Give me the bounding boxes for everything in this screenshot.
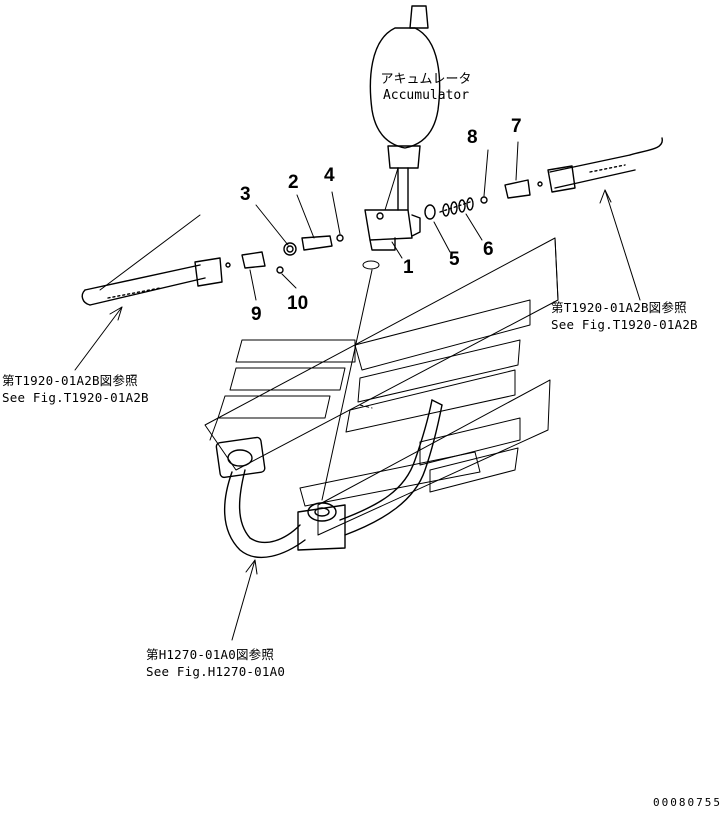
left-fittings (225, 234, 344, 274)
lower-pipe (215, 399, 443, 559)
reference-bottom: 第H1270-01A0図参照 See Fig.H1270-01A0 (146, 646, 285, 680)
reference-bottom-en: See Fig.H1270-01A0 (146, 664, 286, 679)
reference-right: 第T1920-01A2B図参照 See Fig.T1920-01A2B (551, 299, 698, 333)
reference-arrows (74, 189, 641, 641)
callout-9: 9 (251, 304, 262, 325)
callout-5: 5 (449, 249, 460, 270)
reference-left-en: See Fig.T1920-01A2B (2, 390, 149, 405)
reference-right-en: See Fig.T1920-01A2B (551, 317, 698, 332)
reference-right-jp: 第T1920-01A2B図参照 (551, 300, 687, 315)
drawing-number: 00080755 (653, 796, 722, 809)
chassis-frame (204, 237, 559, 536)
reference-left: 第T1920-01A2B図参照 See Fig.T1920-01A2B (2, 372, 149, 406)
accumulator-label: アキュムレータ Accumulator (374, 72, 478, 104)
valve-block (364, 209, 421, 251)
callout-6: 6 (483, 239, 494, 260)
reference-left-jp: 第T1920-01A2B図参照 (2, 373, 138, 388)
callout-3: 3 (240, 184, 251, 205)
callout-2: 2 (288, 172, 299, 193)
accumulator-body (369, 5, 441, 211)
accumulator-label-jp: アキュムレータ (380, 72, 472, 87)
callout-8: 8 (467, 127, 478, 148)
callout-7: 7 (511, 116, 522, 137)
callout-10: 10 (287, 293, 309, 314)
leader-lines (249, 141, 519, 501)
accumulator-label-en: Accumulator (382, 88, 470, 103)
callout-1: 1 (403, 257, 414, 278)
right-fittings (424, 179, 543, 220)
reference-bottom-jp: 第H1270-01A0図参照 (146, 647, 275, 662)
left-hose (81, 214, 223, 306)
right-hose (547, 137, 663, 193)
callout-4: 4 (324, 165, 335, 186)
